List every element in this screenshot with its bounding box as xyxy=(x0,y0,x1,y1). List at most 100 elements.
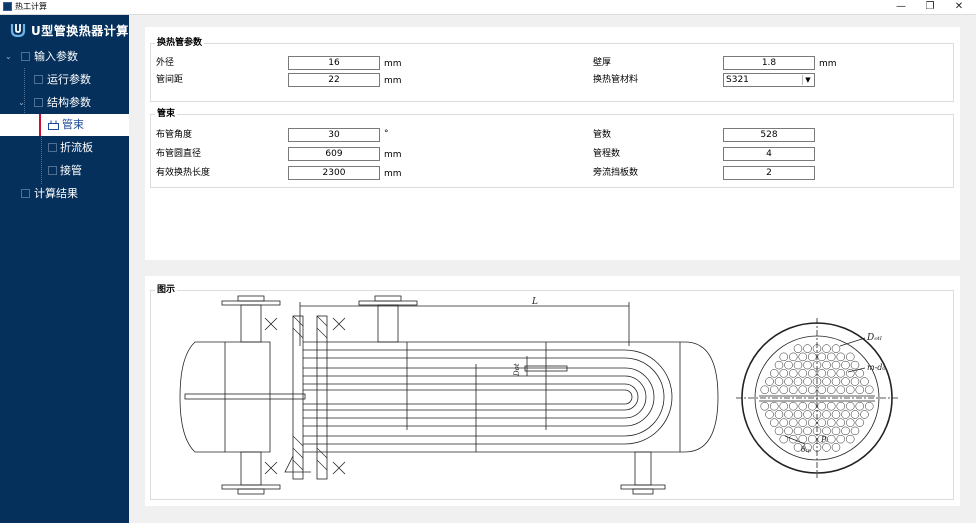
outer-diameter-input[interactable] xyxy=(288,56,380,70)
sidebar-item-label: 输入参数 xyxy=(34,50,78,63)
tube-hole xyxy=(812,344,822,353)
pass-count-input[interactable] xyxy=(723,147,815,161)
bolt-symbol xyxy=(264,317,278,475)
tube-hole xyxy=(760,385,769,395)
sidebar-item-label: 管束 xyxy=(62,118,84,131)
tube-hole xyxy=(836,385,845,395)
tube-hole xyxy=(789,418,798,427)
tube-hole xyxy=(793,360,803,370)
sidebar-item-run-params[interactable]: 运行参数 xyxy=(0,69,129,91)
tube-hole xyxy=(836,352,845,362)
tube-hole xyxy=(808,385,817,395)
sidebar-item-label: 计算结果 xyxy=(34,187,78,200)
tube-pitch-input[interactable] xyxy=(288,73,380,87)
unit-label: mm xyxy=(384,169,402,179)
nozzle xyxy=(221,295,281,343)
node-icon xyxy=(34,98,43,107)
tube-hole xyxy=(827,401,836,411)
tube-hole xyxy=(808,418,817,427)
node-icon xyxy=(48,166,57,175)
wall-thickness-label: 壁厚 xyxy=(593,58,612,68)
sidebar-item-label: 运行参数 xyxy=(47,73,91,86)
title-bar: 热工计算 — ❐ ✕ xyxy=(0,0,976,15)
shell-body xyxy=(303,341,719,453)
tube-hole xyxy=(850,426,860,436)
maximize-button[interactable]: ❐ xyxy=(925,1,935,12)
tube-hole xyxy=(822,410,831,419)
tube-hole xyxy=(831,377,841,386)
tube-hole xyxy=(793,410,803,419)
sidebar-item-baffle[interactable]: 折流板 xyxy=(0,137,129,159)
tube-hole xyxy=(779,369,788,378)
tube-hole xyxy=(827,352,836,362)
tube-hole xyxy=(770,385,779,395)
pass-count-label: 管程数 xyxy=(593,149,621,159)
tube-hole xyxy=(850,377,860,386)
minimize-button[interactable]: — xyxy=(896,1,906,12)
tube-hole xyxy=(846,401,855,411)
material-selected: S321 xyxy=(726,75,749,85)
layout-angle-input[interactable] xyxy=(288,128,380,142)
wall-thickness-input[interactable] xyxy=(723,56,815,70)
tube-hole xyxy=(798,369,807,378)
tube-hole xyxy=(789,401,798,411)
close-button[interactable]: ✕ xyxy=(954,1,964,12)
tube-hole xyxy=(812,360,822,370)
unit-label: mm xyxy=(819,59,837,69)
tubesheet xyxy=(292,315,304,480)
tube-hole xyxy=(817,401,826,411)
dot-label: Dot xyxy=(513,363,521,377)
material-select[interactable]: S321 ▼ xyxy=(723,73,815,87)
chevron-down-icon[interactable]: ⌄ xyxy=(5,52,12,61)
tube-hole xyxy=(822,360,831,370)
unit-label: mm xyxy=(384,59,402,69)
tube-hole xyxy=(798,418,807,427)
tube-hole xyxy=(789,369,798,378)
tube-hole xyxy=(822,426,831,436)
tube-hole xyxy=(808,352,817,362)
tube-hole xyxy=(765,410,774,419)
tube-pitch-label: 管间距 xyxy=(156,75,184,85)
tube-hole xyxy=(836,434,845,444)
layout-diameter-input[interactable] xyxy=(288,147,380,161)
tube-hole xyxy=(841,360,850,370)
tube-hole xyxy=(817,418,826,427)
bypass-baffles-input[interactable] xyxy=(723,166,815,180)
bundle-icon xyxy=(48,120,59,130)
tube-hole xyxy=(855,369,864,378)
tube-hole xyxy=(779,352,788,362)
effective-length-input[interactable] xyxy=(288,166,380,180)
tube-hole xyxy=(850,360,860,370)
node-icon xyxy=(48,143,57,152)
sidebar-item-input-params[interactable]: ⌄ 输入参数 xyxy=(0,46,129,68)
sidebar-item-nozzle[interactable]: 接管 xyxy=(0,160,129,182)
tube-hole xyxy=(774,426,784,436)
tube-hole xyxy=(774,360,784,370)
tube-hole xyxy=(784,360,793,370)
sidebar-item-results[interactable]: 计算结果 xyxy=(0,183,129,205)
tube-count-input[interactable] xyxy=(723,128,815,142)
tube-hole xyxy=(817,369,826,378)
layout-angle-label: 布管角度 xyxy=(156,130,193,140)
tube-hole xyxy=(822,377,831,386)
u-tube-bundle xyxy=(303,349,673,445)
diagram-group: 图示 xyxy=(150,284,954,500)
sidebar: U型管换热器计算 ⌄ 输入参数 运行参数 ⌄ 结构参数 管束 折流板 接管 计算… xyxy=(0,15,129,523)
sidebar-item-structure-params[interactable]: ⌄ 结构参数 xyxy=(0,92,129,114)
dropdown-arrow-icon[interactable]: ▼ xyxy=(802,75,813,85)
nozzle xyxy=(358,295,418,343)
unit-label: mm xyxy=(384,76,402,86)
tube-count-label: 管数 xyxy=(593,130,612,140)
tube-hole xyxy=(831,360,841,370)
tube-hole xyxy=(808,369,817,378)
tube-hole xyxy=(774,377,784,386)
tube-hole xyxy=(812,443,822,452)
sidebar-item-tube-bundle[interactable]: 管束 xyxy=(0,114,129,136)
chevron-down-icon[interactable]: ⌄ xyxy=(18,98,25,107)
sidebar-item-label: 折流板 xyxy=(60,141,93,154)
tube-hole xyxy=(779,418,788,427)
material-label: 换热管材料 xyxy=(593,75,639,85)
sidebar-item-label: 接管 xyxy=(60,164,82,177)
tube-hole xyxy=(855,418,864,427)
tube-hole xyxy=(827,369,836,378)
